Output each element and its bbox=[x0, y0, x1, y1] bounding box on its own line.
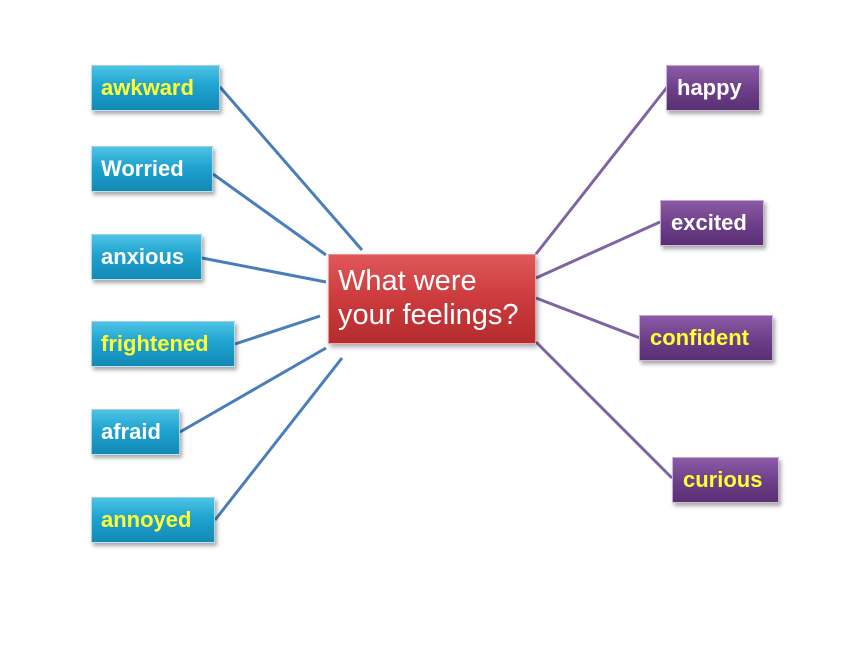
central-question-node: What were your feelings? bbox=[328, 254, 536, 344]
feeling-label: frightened bbox=[101, 331, 209, 356]
feeling-label: excited bbox=[671, 210, 747, 235]
connector-afraid bbox=[179, 346, 327, 434]
feeling-node-curious: curious bbox=[672, 457, 779, 503]
connector-confident bbox=[535, 296, 641, 340]
feeling-label: anxious bbox=[101, 244, 185, 269]
feeling-label: curious bbox=[683, 467, 763, 492]
feeling-node-happy: happy bbox=[666, 65, 760, 111]
feeling-node-confident: confident bbox=[639, 315, 773, 361]
feeling-label: awkward bbox=[101, 75, 194, 100]
feeling-node-worried: Worried bbox=[91, 146, 213, 192]
connector-excited bbox=[535, 220, 661, 280]
feeling-node-anxious: anxious bbox=[91, 234, 202, 280]
feeling-label: Worried bbox=[101, 156, 184, 181]
feeling-label: annoyed bbox=[101, 507, 192, 532]
feeling-node-annoyed: annoyed bbox=[91, 497, 215, 543]
feeling-node-afraid: afraid bbox=[91, 409, 180, 455]
connector-worried bbox=[212, 172, 327, 257]
central-question-line1: What were bbox=[338, 265, 477, 297]
connector-frightened bbox=[234, 314, 321, 346]
connector-anxious bbox=[201, 256, 327, 284]
feeling-label: happy bbox=[677, 75, 742, 100]
feeling-node-frightened: frightened bbox=[91, 321, 235, 367]
feeling-label: confident bbox=[650, 325, 749, 350]
central-question-line2: your feelings? bbox=[338, 299, 519, 331]
feeling-node-awkward: awkward bbox=[91, 65, 220, 111]
connector-happy bbox=[534, 85, 670, 255]
connector-annoyed bbox=[213, 357, 344, 521]
feeling-node-excited: excited bbox=[660, 200, 764, 246]
connector-curious bbox=[534, 340, 674, 480]
connector-awkward bbox=[218, 86, 364, 251]
feeling-label: afraid bbox=[101, 419, 161, 444]
